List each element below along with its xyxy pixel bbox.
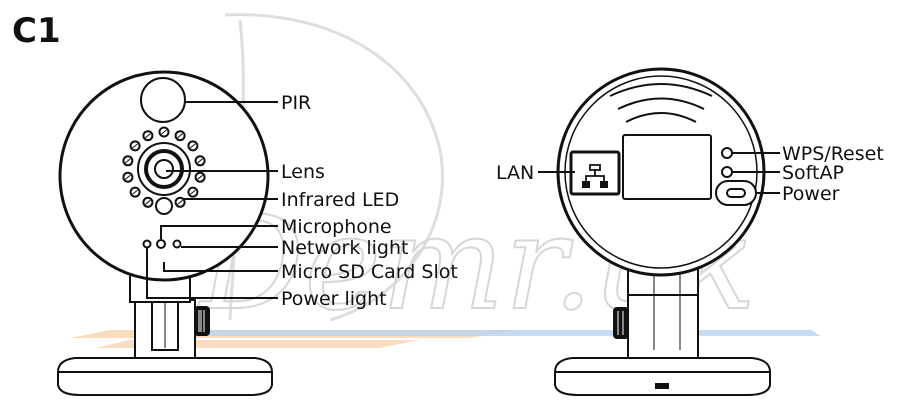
network-icon-node-l [582, 181, 590, 188]
leader-microsd [163, 262, 278, 272]
label-pir: PIR [281, 92, 311, 114]
pir-sensor [140, 77, 186, 123]
ir-led-mark [145, 133, 151, 139]
front-head [58, 70, 270, 282]
lens-inner [154, 159, 174, 179]
front-knob-body [194, 306, 210, 336]
back-base-notch [655, 383, 669, 389]
ir-led-mark [145, 199, 151, 205]
watermark-d-shape [224, 13, 444, 322]
front-knob [194, 306, 210, 336]
ir-led-mark [161, 129, 167, 135]
light-sensor [155, 197, 173, 215]
label-wps-reset: WPS/Reset [782, 143, 884, 165]
ir-led-mark [177, 199, 183, 205]
back-label-plate [622, 134, 712, 200]
ir-led [142, 130, 154, 142]
ir-led-mark [197, 174, 203, 180]
ir-led-mark [125, 158, 131, 164]
label-network-light: Network light [281, 237, 408, 259]
back-labels: LAN WPS/Reset SoftAP Power [496, 143, 884, 205]
ir-led [187, 186, 199, 198]
ir-led-mark [197, 158, 203, 164]
figure-label: C1 [12, 11, 61, 51]
ir-led-mark [132, 189, 138, 195]
ir-led [122, 171, 134, 183]
back-neck-lower [627, 289, 699, 359]
lens-mid [144, 149, 184, 189]
ir-led-mark [190, 143, 196, 149]
back-knob-lower-body [613, 307, 629, 339]
ir-led-ring [122, 126, 206, 208]
ir-led [174, 196, 186, 208]
lens-outer [137, 142, 191, 196]
back-knob-lower [613, 307, 629, 339]
network-icon-node-r [600, 181, 608, 188]
label-power: Power [782, 183, 840, 205]
label-lens: Lens [281, 161, 325, 183]
ir-led-mark [177, 133, 183, 139]
front-labels: PIR Lens Infrared LED Microphone Network… [281, 92, 458, 310]
ir-led [174, 130, 186, 142]
ir-led-mark [190, 189, 196, 195]
front-leaders [146, 101, 278, 299]
vent-arc-2 [617, 97, 705, 110]
ir-led [194, 171, 206, 183]
ir-led [187, 140, 199, 152]
ir-led [142, 196, 154, 208]
ir-led-mark [132, 143, 138, 149]
power-light-dot [142, 239, 152, 249]
leader-microphone [160, 225, 278, 240]
back-view [554, 67, 771, 396]
network-icon [585, 164, 605, 182]
label-infrared-led: Infrared LED [281, 189, 399, 211]
label-micro-sd: Micro SD Card Slot [281, 261, 458, 283]
network-light-dot [172, 239, 182, 249]
vent-arc-1 [609, 83, 713, 97]
vent-arc-3 [625, 112, 697, 123]
ir-led-mark [125, 174, 131, 180]
ir-led [122, 155, 134, 167]
label-softap: SoftAP [782, 162, 844, 184]
power-port-inner [726, 188, 746, 198]
label-power-light: Power light [281, 288, 387, 310]
ir-led [129, 140, 141, 152]
front-base [57, 357, 273, 396]
ir-led [129, 186, 141, 198]
power-port-outer [715, 180, 757, 206]
back-base [554, 357, 771, 396]
label-microphone: Microphone [281, 216, 392, 238]
ir-led [194, 155, 206, 167]
label-lan: LAN [496, 162, 534, 184]
front-view [57, 70, 273, 396]
leader-power-light [146, 248, 278, 299]
back-leaders [538, 152, 780, 194]
ir-led [158, 126, 170, 138]
